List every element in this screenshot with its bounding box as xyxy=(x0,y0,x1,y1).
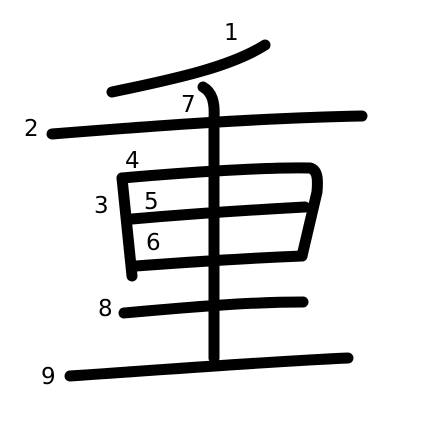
stroke-number-2: 2 xyxy=(24,116,39,142)
stroke-number-3: 3 xyxy=(94,193,109,219)
stroke-6 xyxy=(130,250,308,272)
stroke-4 xyxy=(116,162,323,262)
stroke-7 xyxy=(197,81,220,364)
stroke-3 xyxy=(116,172,138,282)
stroke-number-4: 4 xyxy=(125,148,140,174)
stroke-number-8: 8 xyxy=(98,296,113,322)
stroke-number-7: 7 xyxy=(181,92,196,118)
stroke-5 xyxy=(126,201,311,225)
stroke-1 xyxy=(106,39,271,98)
stroke-number-1: 1 xyxy=(224,20,239,46)
stroke-number-5: 5 xyxy=(144,189,159,215)
stroke-9 xyxy=(64,352,354,382)
stroke-number-9: 9 xyxy=(41,364,56,390)
stroke-8 xyxy=(118,296,309,319)
stroke-2 xyxy=(46,110,368,140)
stroke-number-6: 6 xyxy=(146,230,161,256)
